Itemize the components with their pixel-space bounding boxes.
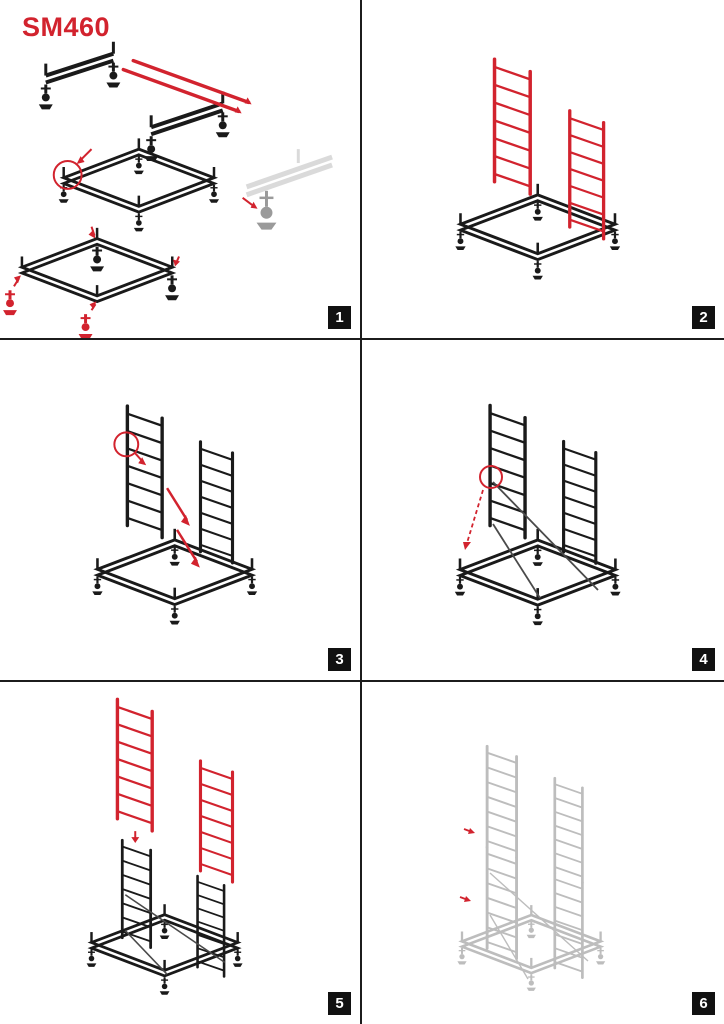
step-5-badge: 5 [328, 992, 351, 1015]
step-4-badge: 4 [692, 648, 715, 671]
step-3-illustration [0, 404, 360, 680]
step-6-badge: 6 [692, 992, 715, 1015]
step-panel-5: 5 [0, 682, 362, 1024]
product-title: SM460 [22, 12, 111, 42]
step-panel-4: 4 [362, 340, 724, 682]
step-1-illustration [1, 41, 333, 338]
step-4-illustration [362, 403, 724, 680]
diagonal-brace [492, 481, 599, 599]
step-panel-3: 3 [0, 340, 362, 682]
step-6-illustration [362, 744, 724, 1024]
step-2-badge: 2 [692, 306, 715, 329]
step-panel-6: 6 [362, 682, 724, 1024]
diagonal-brace [124, 894, 226, 975]
step-1-badge: 1 [328, 306, 351, 329]
step-5-illustration [0, 697, 360, 1024]
step-3-badge: 3 [328, 648, 351, 671]
step-panel-1: SM460 [0, 0, 362, 340]
step-panel-2: 2 [362, 0, 724, 340]
step-2-illustration [362, 57, 724, 338]
